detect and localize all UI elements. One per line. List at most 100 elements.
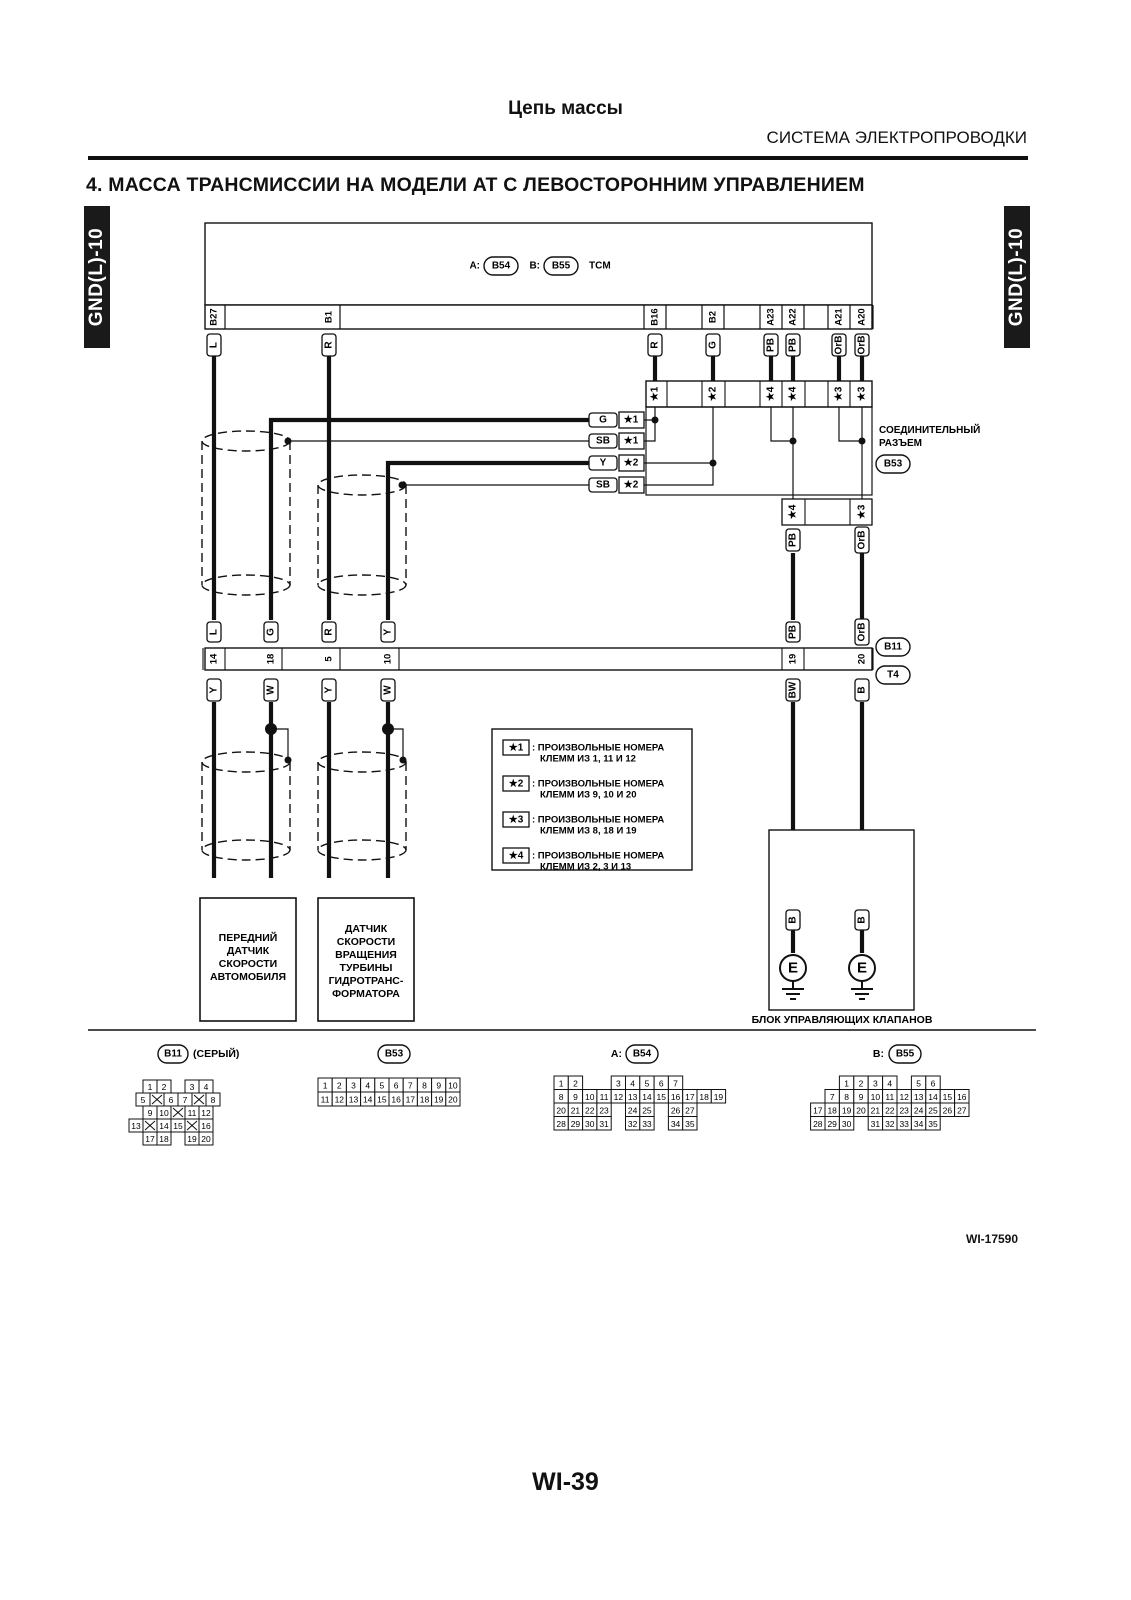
tcm-wire-tag-A23: PB xyxy=(763,333,779,357)
svg-text:OrB: OrB xyxy=(857,336,868,355)
page-header-title: Цепь массы xyxy=(508,98,623,119)
svg-text:L: L xyxy=(209,342,220,348)
svg-text:G: G xyxy=(708,341,719,349)
view-b54-pin: 21 xyxy=(571,1105,581,1115)
view-b53-pin: 10 xyxy=(448,1081,458,1091)
tcm-pin-B2: B2 xyxy=(708,311,719,323)
joint-bottom-wire: OrB xyxy=(854,526,870,554)
view-b55-pin: 30 xyxy=(842,1119,852,1129)
view-b11-pin: 8 xyxy=(211,1095,216,1105)
view-b53-pin: 18 xyxy=(420,1095,430,1105)
splice-dot xyxy=(398,481,406,489)
view-b55-pin: 3 xyxy=(873,1078,878,1088)
mid-top-wire-18: G xyxy=(263,621,279,643)
svg-text:W: W xyxy=(266,685,277,695)
view-b55-prefix: B: xyxy=(873,1048,884,1060)
svg-text:: ПРОИЗВОЛЬНЫЕ НОМЕРА: : ПРОИЗВОЛЬНЫЕ НОМЕРА xyxy=(532,743,664,754)
mid-pin-5: 5 xyxy=(324,656,335,662)
view-b55-pin: 14 xyxy=(928,1092,938,1102)
svg-text:B53: B53 xyxy=(884,459,903,470)
page-number: WI-39 xyxy=(532,1468,599,1496)
svg-text:B53: B53 xyxy=(385,1049,404,1060)
view-b54-pin: 12 xyxy=(614,1092,624,1102)
shield-cylinders xyxy=(201,430,407,861)
view-b55-pin: 22 xyxy=(885,1105,895,1115)
view-b54-pin: 13 xyxy=(628,1092,638,1102)
view-b11-pin: 1 xyxy=(148,1082,153,1092)
tcm-prefix-a: A: xyxy=(469,261,480,272)
tcm-pin-A20: A20 xyxy=(857,308,868,325)
joint-row-wire-label: G xyxy=(599,415,607,426)
view-b55-pin: 32 xyxy=(885,1119,895,1129)
view-b54-pin: 5 xyxy=(645,1078,650,1088)
view-b53-pin: 19 xyxy=(434,1095,444,1105)
view-b55-pin: 35 xyxy=(928,1119,938,1129)
tcm-box xyxy=(204,222,873,306)
view-b54-cell xyxy=(639,1116,655,1131)
svg-text:OrB: OrB xyxy=(857,531,868,550)
view-b54-pin: 28 xyxy=(556,1119,566,1129)
mid-bottom-wire-20: B xyxy=(854,678,870,702)
view-b11-pin: 11 xyxy=(188,1108,197,1118)
view-b54-pin: 29 xyxy=(571,1119,581,1129)
svg-text:B11: B11 xyxy=(884,642,902,653)
view-b55-cell xyxy=(954,1102,970,1117)
joint-row-wire-label: Y xyxy=(600,458,607,469)
joint-row-mark-label: ★1 xyxy=(624,415,639,426)
view-b11-pin: 20 xyxy=(201,1134,211,1144)
view-b54-pin: 9 xyxy=(573,1092,578,1102)
view-b11-cell xyxy=(198,1131,214,1146)
page-header-section: СИСТЕМА ЭЛЕКТРОПРОВОДКИ xyxy=(766,128,1027,147)
wire-y-turbine-shield xyxy=(385,460,589,620)
joint-id: B53 xyxy=(875,454,911,474)
svg-text:B: B xyxy=(857,916,868,923)
view-b54-pin: 20 xyxy=(556,1105,566,1115)
svg-text:B54: B54 xyxy=(492,261,511,272)
view-b55-pin: 27 xyxy=(957,1105,967,1115)
wire-g-front xyxy=(268,417,589,620)
sensor-turbine-line: ТУРБИНЫ xyxy=(340,962,393,974)
shield-turbine-upper xyxy=(317,474,407,596)
view-b54-pin: 35 xyxy=(685,1119,695,1129)
view-b53-pin: 13 xyxy=(349,1095,359,1105)
view-b54-pin: 34 xyxy=(671,1119,681,1129)
mid-pin-19: 19 xyxy=(788,654,799,665)
joint-label-2: РАЗЪЕМ xyxy=(879,438,922,449)
tcm-pin-B27: B27 xyxy=(209,308,220,325)
view-b54-pin: 31 xyxy=(599,1119,609,1129)
joint-top-mark: ★4 xyxy=(788,386,799,401)
svg-text:OrB: OrB xyxy=(857,623,868,642)
view-b54-pin: 15 xyxy=(657,1092,667,1102)
svg-text:КЛЕММ ИЗ 1, 11 И 12: КЛЕММ ИЗ 1, 11 И 12 xyxy=(540,754,636,765)
wire-orb-joint xyxy=(838,407,862,442)
view-b54-pin: 16 xyxy=(671,1092,681,1102)
tcm-connector-b: B55 xyxy=(543,256,579,276)
view-b53-pin: 3 xyxy=(351,1081,356,1091)
view-b55-pin: 17 xyxy=(813,1105,823,1115)
view-b55-id: B55 xyxy=(888,1044,922,1064)
valve-wire-tag-0: B xyxy=(785,909,801,931)
view-b53-pin: 14 xyxy=(363,1095,373,1105)
joint-top-mark: ★2 xyxy=(708,386,719,401)
ground-symbol-label: E xyxy=(788,960,798,977)
view-b53-id: B53 xyxy=(377,1044,411,1064)
view-b53-pin: 15 xyxy=(377,1095,387,1105)
view-b53-pin: 7 xyxy=(408,1081,413,1091)
view-b54-id: B54 xyxy=(625,1044,659,1064)
joint-bottom-mark: ★4 xyxy=(788,504,799,519)
svg-text:Y: Y xyxy=(324,686,335,693)
view-b55-pin: 4 xyxy=(887,1078,892,1088)
view-b54-pin: 33 xyxy=(642,1119,652,1129)
view-b54-cell xyxy=(710,1089,727,1104)
view-b55-pin: 21 xyxy=(871,1105,881,1115)
shield-turbine-lower xyxy=(317,751,407,861)
view-b54-pin: 32 xyxy=(628,1119,638,1129)
tcm-pin-A23: A23 xyxy=(766,308,777,325)
view-b11-pin: 2 xyxy=(162,1082,167,1092)
view-b55-pin: 24 xyxy=(914,1105,924,1115)
